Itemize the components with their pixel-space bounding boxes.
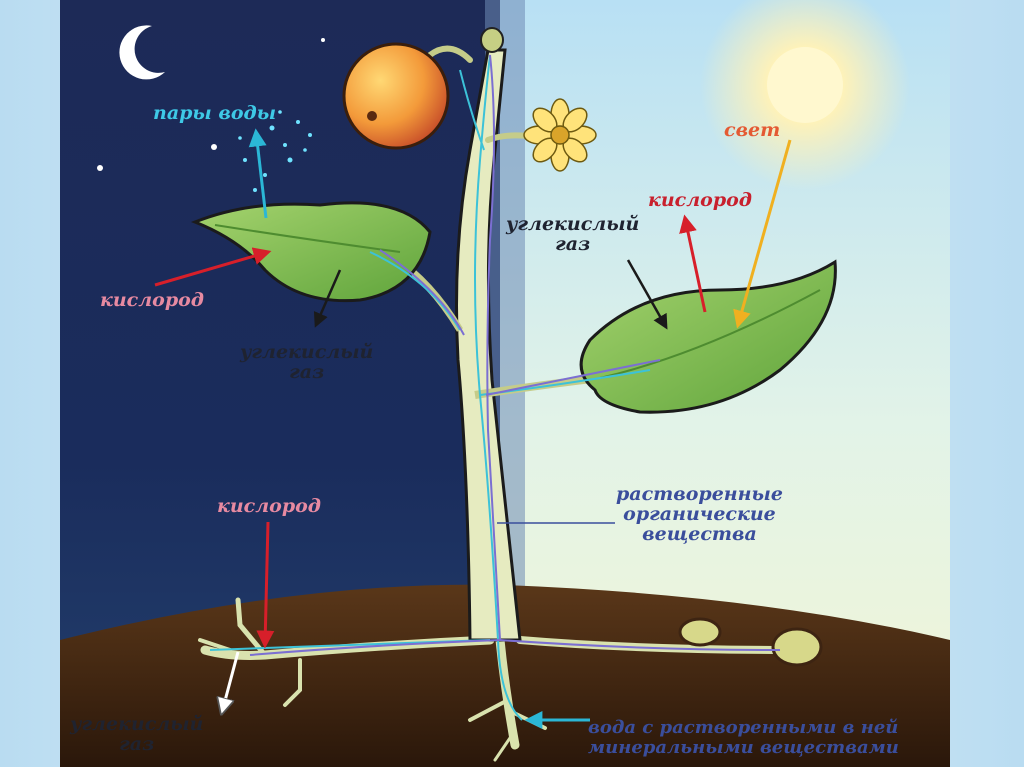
sun-icon [767,47,843,123]
label-co2-day-line2: газ [506,234,639,254]
label-water-line1: вода с растворенными в ней [588,718,899,738]
label-co2-root-line2: газ [70,734,203,754]
label-oxygen-soil: кислород [217,496,321,516]
label-oxygen-day: кислород [648,190,752,210]
star-icon [97,165,103,171]
label-co2-night-line1: углекислый [240,342,373,362]
label-organic-line2: органические [616,504,783,524]
label-light: свет [724,120,780,140]
label-water-line2: минеральными веществами [588,738,899,758]
tuber [773,629,821,665]
tuber [680,619,720,645]
star-icon [321,38,325,42]
apple-blossom-end [367,111,377,121]
label-co2-root: углекислый газ [70,714,203,754]
label-oxygen-night: кислород [100,290,204,310]
label-co2-day-line1: углекислый [506,214,639,234]
label-water: вода с растворенными в ней минеральными … [588,718,899,758]
label-co2-root-line1: углекислый [70,714,203,734]
bud [481,28,503,52]
apple-fruit [344,44,448,148]
label-organic: растворенные органические вещества [616,484,783,544]
label-organic-line3: вещества [616,524,783,544]
label-water-vapor: пары воды [153,103,276,123]
label-co2-night-line2: газ [240,362,373,382]
star-icon [211,144,217,150]
label-organic-line1: растворенные [616,484,783,504]
flower-icon [524,99,596,171]
label-co2-day: углекислый газ [506,214,639,254]
label-co2-night: углекислый газ [240,342,373,382]
